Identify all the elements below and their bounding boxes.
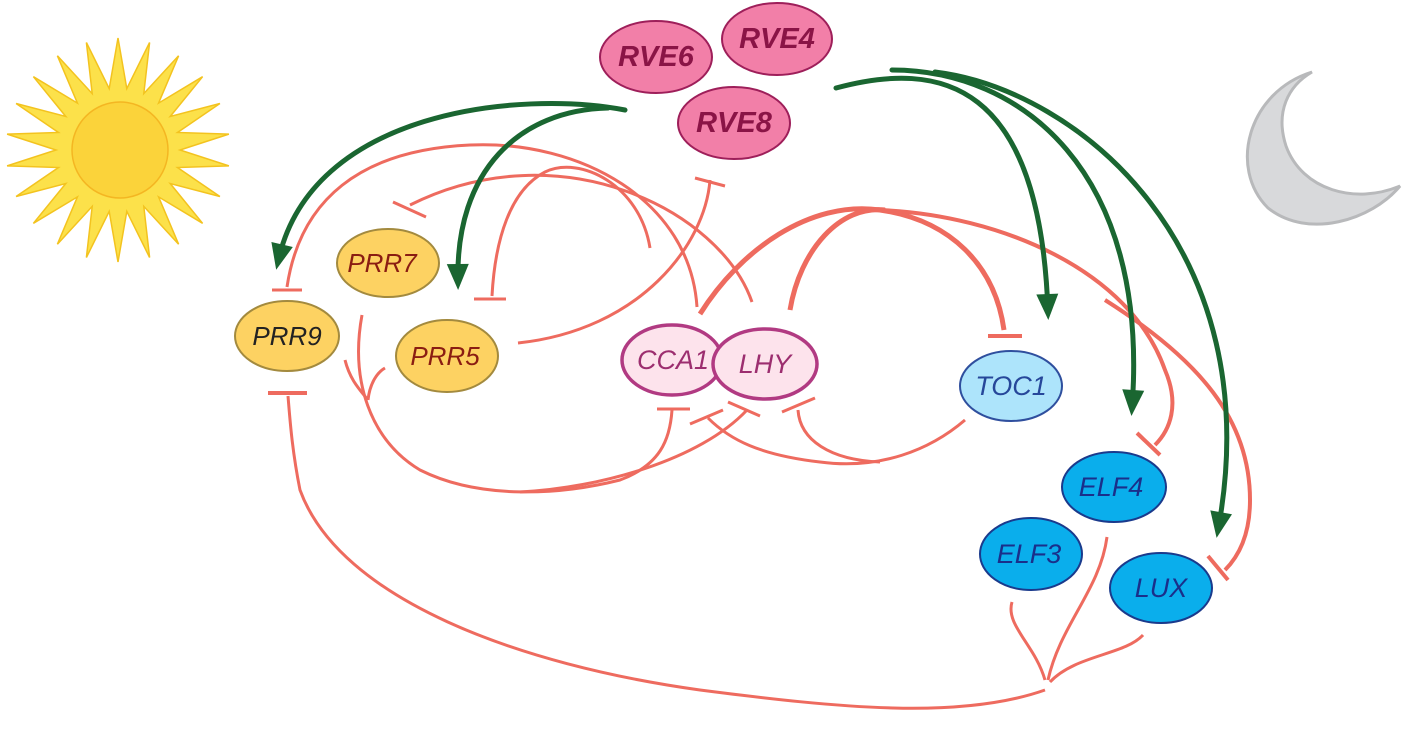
arrowhead — [1122, 389, 1145, 416]
repression-cca1-toc1 — [697, 206, 1007, 331]
label-lhy: LHY — [739, 349, 794, 379]
node-rve4: RVE4 — [721, 2, 833, 76]
node-toc1: TOC1 — [959, 350, 1063, 422]
repression-lhy-toc1 — [787, 207, 886, 311]
repression-bar-rve8 — [694, 176, 726, 188]
repression-toc1-cca1 — [706, 416, 966, 466]
repression-bar-lhy-toc — [781, 396, 816, 414]
repression-prr5-branch — [366, 366, 386, 401]
label-lux: LUX — [1135, 573, 1189, 603]
repression-bar-lhy-bottom — [727, 400, 761, 418]
repression-toc1-lhy — [796, 409, 881, 464]
repression-bar-elf4 — [1135, 431, 1162, 457]
repression-lux-branch — [1048, 633, 1145, 684]
arrowhead — [1036, 293, 1059, 320]
activation-rve-toc1 — [833, 75, 1051, 315]
repression-prr-lhy — [519, 408, 749, 494]
repression-ec-prr9 — [286, 395, 1046, 710]
node-prr5: PRR5 — [395, 319, 499, 393]
node-elf3: ELF3 — [979, 517, 1083, 591]
repression-bar-cca1-toc — [689, 408, 724, 426]
moon-icon — [1245, 70, 1402, 226]
label-elf3: ELF3 — [997, 539, 1062, 569]
node-elf4: ELF4 — [1061, 451, 1167, 523]
repression-elf4-branch — [1046, 536, 1109, 681]
label-elf4: ELF4 — [1079, 472, 1144, 502]
node-lux: LUX — [1109, 552, 1213, 624]
repression-prr9-branch — [343, 359, 370, 401]
repression-cca1-lux — [1103, 298, 1252, 572]
node-rve6: RVE6 — [599, 20, 713, 94]
repression-cca1-prr5 — [490, 165, 652, 297]
node-prr9: PRR9 — [234, 300, 340, 372]
activation-rve-prr9 — [275, 101, 628, 265]
arrowhead — [271, 241, 293, 270]
arrowhead — [446, 263, 469, 290]
repression-bar-prr7 — [392, 200, 427, 219]
label-rve4: RVE4 — [739, 23, 815, 55]
arrowhead — [1210, 510, 1232, 538]
label-prr9: PRR9 — [252, 321, 321, 351]
activation-arrowheads — [271, 241, 1232, 538]
label-cca1: CCA1 — [637, 345, 709, 375]
repression-rve8-prr5 — [517, 179, 712, 345]
repression-edges — [268, 143, 1252, 710]
label-toc1: TOC1 — [975, 371, 1047, 401]
node-prr7: PRR7 — [336, 228, 440, 298]
repression-cca1-prr9 — [285, 143, 699, 308]
activation-rve-elf4 — [889, 67, 1137, 411]
label-prr7: PRR7 — [347, 248, 418, 278]
label-rve6: RVE6 — [618, 41, 695, 73]
repression-elf3-branch — [1009, 601, 1047, 681]
sun-icon — [6, 37, 230, 263]
repression-bar-lux — [1206, 554, 1230, 582]
label-prr5: PRR5 — [410, 341, 480, 371]
node-lhy: LHY — [711, 327, 819, 401]
activation-rve-prr5 — [455, 105, 611, 285]
node-cca1: CCA1 — [620, 323, 724, 397]
repression-lhy-prr7 — [409, 173, 754, 303]
activation-edges — [275, 67, 1230, 533]
node-rve8: RVE8 — [677, 86, 791, 160]
label-rve8: RVE8 — [696, 107, 773, 139]
activation-rve-lux — [932, 69, 1230, 533]
